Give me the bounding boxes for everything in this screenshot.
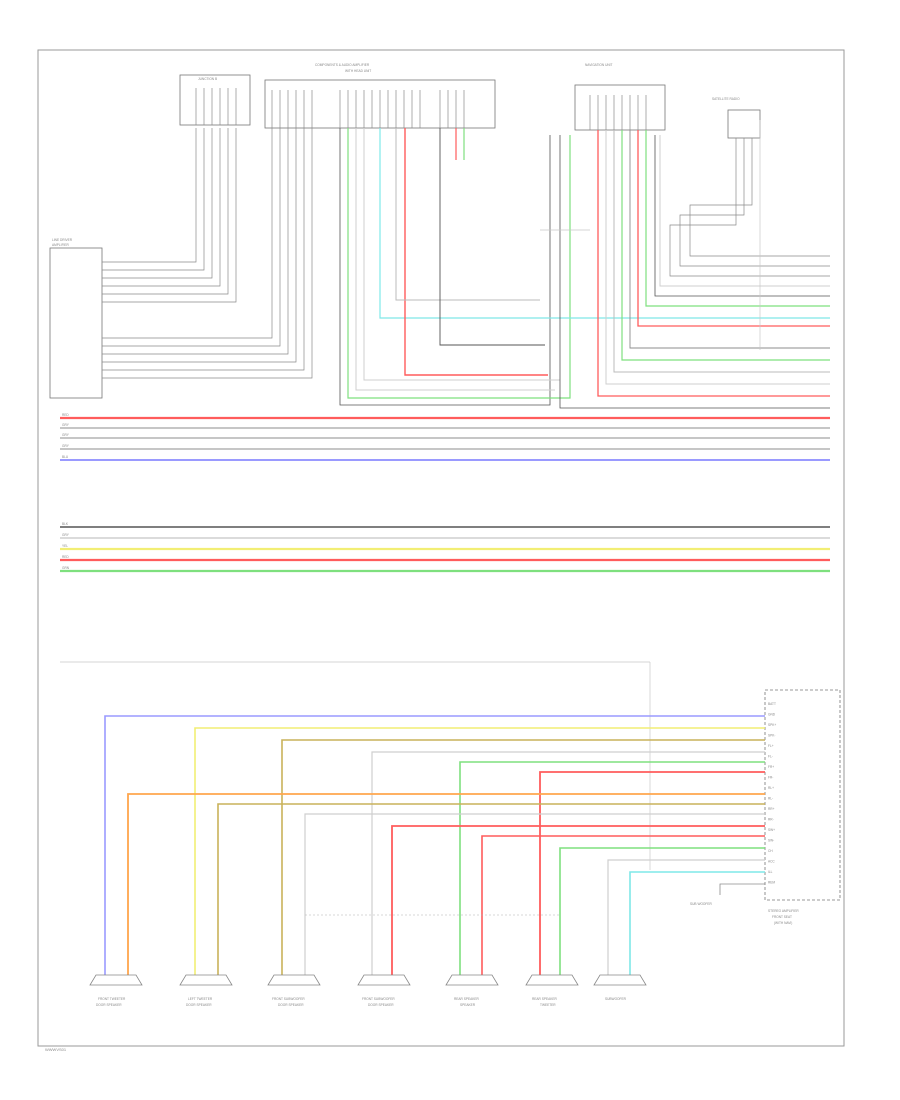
amp-pin-label: FR- <box>768 776 773 780</box>
speaker-icon <box>445 974 499 986</box>
speaker-name: FRONT TWEETER <box>98 997 126 1001</box>
bus-code: RED <box>62 413 69 417</box>
bus-code: GRY <box>62 533 70 537</box>
bus-code: GRY <box>62 444 70 448</box>
connector-satellite-label: SATELLITE RADIO <box>712 97 740 101</box>
connector-satellite <box>727 109 761 139</box>
speaker-name: LEFT TWEETER <box>188 997 213 1001</box>
bus-group-lower <box>60 526 830 573</box>
amp-pin-label: RL- <box>768 797 773 801</box>
speaker-sub: TWEETER <box>540 1003 556 1007</box>
line-driver-sub: AMPLIFIER <box>52 243 70 247</box>
speaker-icon <box>89 974 143 986</box>
amp-pin-label: BATT <box>768 702 776 706</box>
speaker-labels: FRONT TWEETER DOOR SPEAKER LEFT TWEETER … <box>96 997 627 1007</box>
speaker-wires <box>104 715 765 980</box>
amp-pin-labels: BATT GND SPK+ SPK- FL+ FL- FR+ FR- RL+ RL- RR+ RR- S… <box>768 702 776 885</box>
stereo-amplifier-sub2: (WITH NAVI) <box>774 921 792 925</box>
speaker-icon <box>525 974 579 986</box>
head-unit-wires <box>339 128 830 406</box>
speaker-name: FRONT SUBWOOFER <box>362 997 395 1001</box>
speaker-sub: DOOR SPEAKER <box>368 1003 394 1007</box>
amp-pin-label: RR+ <box>768 807 775 811</box>
amp-pin-label: RL+ <box>768 786 774 790</box>
connector-junction-b <box>179 74 251 126</box>
bus-codes-lower: BLK GRY YEL RED GRN <box>62 522 70 570</box>
amp-pin-label: CH <box>768 849 773 853</box>
connector-navigation <box>574 84 666 131</box>
bus-group-upper <box>60 416 830 461</box>
bus-code: GRN <box>62 566 70 570</box>
amp-pin-label: RR- <box>768 818 774 822</box>
speaker-icon <box>357 974 411 986</box>
bus-code: RED <box>62 555 69 559</box>
speaker-name: REAR SPEAKER <box>454 997 479 1001</box>
stereo-amplifier-sub: FRONT SEAT <box>772 915 792 919</box>
speaker-row <box>89 974 647 986</box>
connector-amp-head-sub: WITH HEAD UNIT <box>345 69 371 73</box>
amp-pin-label: SPK- <box>768 734 775 738</box>
amp-pin-label: SPK+ <box>768 723 776 727</box>
speaker-sub: DOOR SPEAKER <box>278 1003 304 1007</box>
amp-pin-label: SW+ <box>768 828 775 832</box>
speaker-name: FRONT SUBWOOFER <box>272 997 305 1001</box>
connector-amp-head-label: COMPONENTS & AUDIO AMPLIFIER <box>315 63 370 67</box>
bus-code: GRY <box>62 433 70 437</box>
speaker-icon <box>267 974 321 986</box>
speaker-name: SUBWOOFER <box>605 997 627 1001</box>
stereo-amplifier <box>764 689 841 901</box>
amp-pin-label: GND <box>768 713 776 717</box>
speaker-sub: SPEAKER <box>460 1003 476 1007</box>
left-module-wires <box>102 128 313 379</box>
connector-navigation-label: NAVIGATION UNIT <box>585 63 613 67</box>
navigation-wires <box>540 120 830 409</box>
speaker-icon <box>179 974 233 986</box>
amp-pin-label: ACC <box>768 860 775 864</box>
speaker-name: REAR SPEAKER <box>532 997 557 1001</box>
bus-code: YEL <box>62 544 68 548</box>
bus-code: BLK <box>62 522 69 526</box>
amp-pin-label: FL- <box>768 755 773 759</box>
amp-pin-label: SW- <box>768 839 774 843</box>
amp-side-note: SUB WOOFER <box>690 902 712 906</box>
bus-code: BLU <box>62 455 69 459</box>
line-driver-label: LINE DRIVER <box>52 238 73 242</box>
amp-pin-label: ILL <box>768 870 773 874</box>
amp-pin-label: FR+ <box>768 765 774 769</box>
speaker-sub: DOOR SPEAKER <box>186 1003 212 1007</box>
stereo-amplifier-label: STEREO AMPLIFIER <box>768 909 799 913</box>
speaker-icon <box>593 974 647 986</box>
speaker-sub: DOOR SPEAKER <box>96 1003 122 1007</box>
footer-code: WWWVS01 <box>45 1047 67 1052</box>
amp-pin-label: REM <box>768 881 775 885</box>
line-driver-module <box>49 247 103 399</box>
amp-pin-label: FL+ <box>768 744 774 748</box>
diagram-frame <box>37 49 845 1047</box>
bus-code: GRY <box>62 423 70 427</box>
bus-codes-upper: RED GRY GRY GRY BLU <box>62 413 70 459</box>
top-connectors: JUNCTION B COMPONENTS & AUDIO AMPLIFIER … <box>179 63 761 200</box>
connector-junction-b-label: JUNCTION B <box>198 77 217 81</box>
